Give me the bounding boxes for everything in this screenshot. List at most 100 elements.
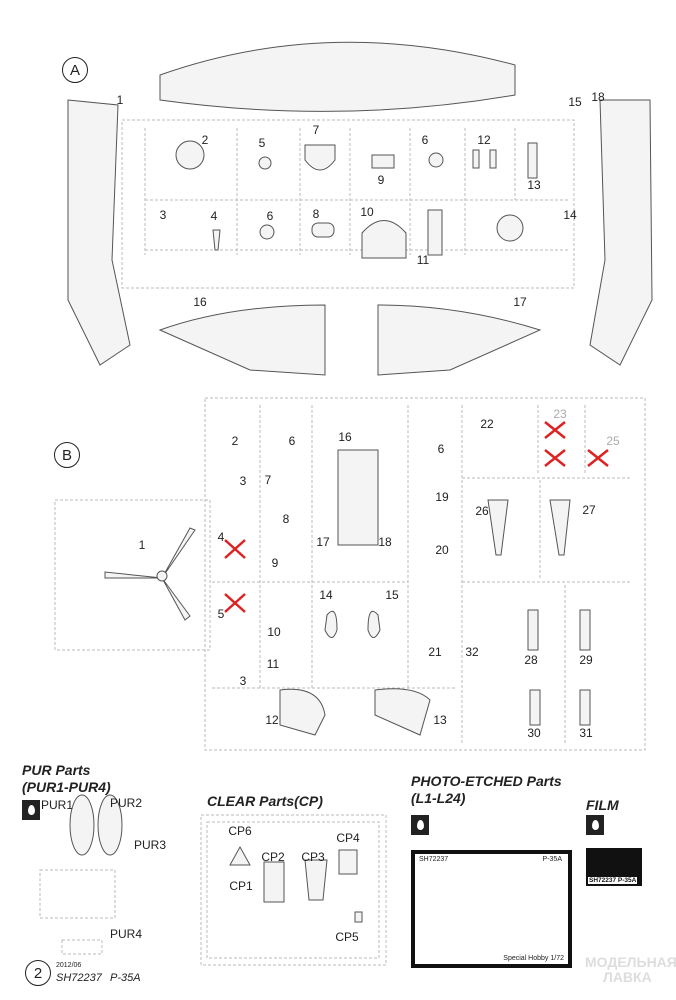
part-number: 15	[385, 588, 399, 602]
part-number: 32	[465, 645, 479, 659]
pur-title: PUR Parts (PUR1-PUR4)	[22, 762, 111, 796]
part-number: 9	[271, 556, 279, 570]
part-number: 8	[312, 207, 320, 221]
part-number: 26	[475, 504, 489, 518]
part-number: 7	[264, 473, 272, 487]
part-number: 21	[428, 645, 442, 659]
pur2-part	[97, 794, 123, 856]
footer-model: P-35A	[110, 972, 141, 984]
part-label: CP1	[229, 879, 253, 893]
photo-etched-fret: SH72237 P-35A Special Hobby 1/72	[411, 850, 572, 968]
fuselage-right-part	[589, 99, 653, 366]
film-label: SH72237 P-35A	[588, 877, 638, 884]
part-number: 25	[606, 434, 620, 448]
cockpit-part	[337, 449, 379, 546]
part-number: 19	[435, 490, 449, 504]
part-number: 31	[579, 726, 593, 740]
part-number: 15	[568, 95, 582, 109]
part-label: PUR4	[109, 927, 143, 941]
part-number: 20	[435, 543, 449, 557]
part-number: 11	[266, 657, 280, 671]
footer-date: 2012/06	[56, 962, 82, 969]
part-label: CP2	[261, 850, 285, 864]
part-number: 23	[553, 407, 567, 421]
part-label: CP3	[301, 850, 325, 864]
sprue-b-label: B	[54, 442, 80, 468]
part-number: 16	[338, 430, 352, 444]
part-number: 5	[217, 607, 225, 621]
part-number: 12	[477, 133, 491, 147]
fret-code: SH72237	[419, 856, 449, 863]
part-number: 28	[524, 653, 538, 667]
part-number: 1	[116, 93, 124, 107]
part-number: 4	[217, 530, 225, 544]
part-number: 6	[421, 133, 429, 147]
part-label: CP4	[336, 831, 360, 845]
upper-wing-part	[159, 41, 516, 112]
part-number: 29	[579, 653, 593, 667]
film-sheet: SH72237 P-35A	[586, 848, 642, 886]
part-label: PUR2	[109, 796, 143, 810]
footer-code: SH72237	[56, 972, 102, 984]
part-number: 11	[416, 253, 430, 267]
lower-wing-left-part	[158, 304, 326, 376]
part-number: 1	[138, 538, 146, 552]
watermark-line2: ЛАВКА	[603, 969, 652, 985]
watermark-line1: МОДЕЛЬНАЯ	[585, 954, 676, 970]
part-number: 2	[231, 434, 239, 448]
pur-title-line1: PUR Parts	[22, 762, 91, 778]
part-number: 18	[591, 90, 605, 104]
sprue-a-label: A	[62, 57, 88, 83]
part-number: 16	[193, 295, 207, 309]
fret-model: P-35A	[542, 856, 562, 863]
propeller-part	[104, 527, 196, 621]
part-number: 3	[159, 208, 167, 222]
drop-icon	[411, 815, 429, 835]
pe-title-line1: PHOTO-ETCHED Parts	[411, 773, 562, 789]
clear-title: CLEAR Parts(CP)	[207, 793, 323, 809]
part-number: 2	[201, 133, 209, 147]
pe-title-line2: (L1-L24)	[411, 790, 466, 806]
part-number: 6	[288, 434, 296, 448]
part-number: 14	[319, 588, 333, 602]
part-number: 8	[282, 512, 290, 526]
part-label: PUR1	[40, 798, 74, 812]
photo-etched-title: PHOTO-ETCHED Parts (L1-L24)	[411, 773, 562, 807]
pur-title-line2: (PUR1-PUR4)	[22, 779, 111, 795]
part-number: 3	[239, 674, 247, 688]
part-number: 17	[513, 295, 527, 309]
drop-icon	[22, 800, 40, 820]
part-number: 13	[433, 713, 447, 727]
part-number: 17	[316, 535, 330, 549]
fret-brand: Special Hobby 1/72	[503, 955, 564, 962]
engine-part	[175, 140, 205, 170]
sprue-a-frame	[121, 119, 575, 289]
part-number: 18	[378, 535, 392, 549]
part-number: 6	[266, 209, 274, 223]
part-number: 6	[437, 442, 445, 456]
part-number: 10	[360, 205, 374, 219]
part-number: 4	[210, 209, 218, 223]
page-number: 2	[25, 960, 51, 986]
part-number: 7	[312, 123, 320, 137]
pur1-part	[69, 794, 95, 856]
part-number: 9	[377, 173, 385, 187]
part-label: CP6	[228, 824, 252, 838]
sprue-b-frame	[204, 397, 646, 751]
film-title: FILM	[586, 797, 619, 813]
drop-icon	[586, 815, 604, 835]
part-number: 3	[239, 474, 247, 488]
part-number: 12	[265, 713, 279, 727]
watermark: МОДЕЛЬНАЯ ЛАВКА	[585, 955, 676, 985]
part-label: PUR3	[133, 838, 167, 852]
part-label: CP5	[335, 930, 359, 944]
part-number: 22	[480, 417, 494, 431]
part-number: 27	[582, 503, 596, 517]
part-number: 13	[527, 178, 541, 192]
part-number: 30	[527, 726, 541, 740]
part-number: 10	[267, 625, 281, 639]
lower-wing-right-part	[377, 304, 542, 376]
removed-parts-marks	[224, 421, 609, 613]
